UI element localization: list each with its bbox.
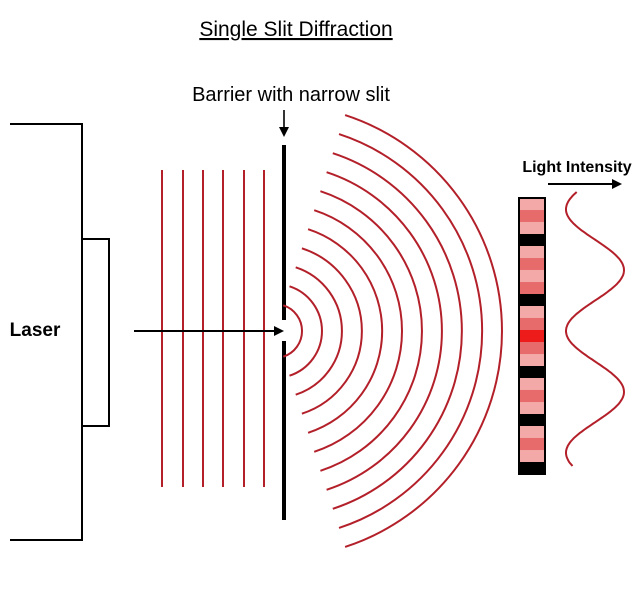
fringe-band	[519, 282, 545, 295]
circular-wavefront	[307, 228, 384, 434]
fringe-band	[519, 390, 545, 403]
fringe-band	[519, 438, 545, 451]
page-title: Single Slit Diffraction	[199, 18, 392, 41]
circular-wavefront	[301, 247, 363, 415]
circular-wavefront	[320, 190, 423, 472]
circular-wavefront	[282, 304, 304, 358]
circular-wavefront	[326, 171, 443, 491]
fringe-band	[519, 318, 545, 331]
fringe-band	[519, 258, 545, 271]
laser-aperture	[81, 238, 110, 427]
fringe-band	[519, 330, 545, 343]
fringe-band	[519, 198, 545, 211]
circular-wavefront	[295, 266, 343, 396]
circular-wavefront	[289, 285, 323, 377]
fringe-band	[519, 378, 545, 391]
fringe-band	[519, 306, 545, 319]
fringe-band	[519, 210, 545, 223]
intensity-label: Light Intensity	[522, 159, 631, 176]
fringe-band	[519, 234, 545, 247]
fringe-border	[518, 197, 546, 475]
laser-label: Laser	[10, 320, 61, 341]
fringe-band	[519, 342, 545, 355]
circular-wavefront	[313, 209, 404, 453]
fringe-band	[519, 354, 545, 367]
fringe-band	[519, 366, 545, 379]
circular-wavefront	[332, 152, 463, 510]
incident-plane-waves	[161, 170, 265, 487]
circular-wavefront	[344, 114, 503, 548]
fringe-band	[519, 450, 545, 463]
diffracted-waves	[282, 114, 503, 548]
fringe-band	[519, 426, 545, 439]
laser-housing	[10, 123, 110, 541]
fringe-band	[519, 462, 545, 475]
fringe-band	[519, 414, 545, 427]
fringe-band	[519, 294, 545, 307]
intensity-curve	[565, 191, 626, 467]
circular-wavefront	[338, 133, 484, 529]
fringe-pattern	[518, 197, 546, 475]
barrier-label: Barrier with narrow slit	[192, 84, 390, 106]
fringe-band	[519, 246, 545, 259]
fringe-band	[519, 270, 545, 283]
fringe-band	[519, 402, 545, 415]
fringe-band	[519, 222, 545, 235]
